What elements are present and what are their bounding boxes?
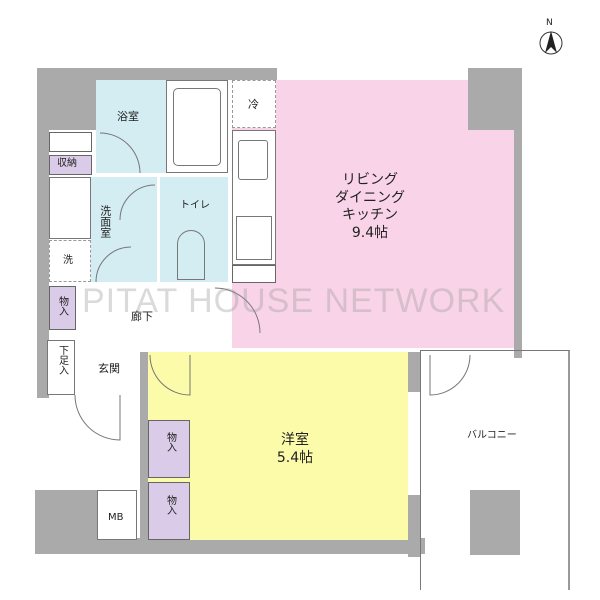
wall-inner-left	[49, 80, 96, 130]
wall-right	[514, 68, 522, 358]
kitchen-sink	[238, 140, 268, 180]
label-living: リビング ダイニング キッチン 9.4帖	[335, 172, 405, 241]
storage-top	[49, 155, 92, 175]
washroom-door-2	[95, 246, 132, 283]
closet-1	[148, 420, 190, 478]
watermark: PITAT HOUSE NETWORK	[82, 282, 506, 320]
shoe-storage	[47, 340, 75, 395]
label-laundry: 洗	[63, 255, 73, 266]
toilet-room	[160, 177, 228, 282]
entrance-door	[74, 394, 121, 441]
wall-western-left	[140, 352, 148, 542]
bathroom	[96, 80, 166, 173]
label-storage-top: 収納	[57, 158, 77, 169]
label-entrance: 玄関	[98, 362, 120, 375]
western-room	[148, 352, 408, 540]
toilet-bowl	[177, 230, 205, 280]
label-closet-hall: 物入	[56, 296, 68, 316]
label-shoe-storage: 下足入	[56, 345, 68, 375]
bathtub	[173, 88, 221, 166]
western-door	[149, 354, 191, 396]
shaft-box	[49, 132, 92, 152]
label-closet-1: 物入	[164, 432, 176, 452]
vanity-sink	[49, 177, 91, 239]
label-western-room: 洋室 5.4帖	[276, 432, 314, 466]
living-alcove	[468, 130, 514, 348]
north-arrow	[539, 31, 563, 55]
bath-door	[99, 132, 141, 174]
label-toilet: トイレ	[180, 200, 210, 211]
washroom-door	[119, 184, 156, 221]
label-bath: 浴室	[117, 110, 139, 123]
wall-column-top-right	[468, 68, 522, 130]
balcony	[420, 350, 570, 590]
wall-block-bottom-left	[35, 490, 97, 540]
living-door	[214, 287, 261, 334]
kitchen-duct	[232, 265, 276, 283]
label-hallway: 廊下	[131, 310, 153, 323]
wall-western-right-low	[408, 495, 420, 557]
label-meter-box: MB	[108, 512, 124, 523]
closet-2	[148, 482, 190, 540]
washroom	[91, 177, 157, 282]
label-washroom: 洗面室	[98, 205, 112, 238]
closet-hall	[49, 286, 76, 330]
balcony-column	[470, 490, 520, 555]
label-closet-2: 物入	[164, 495, 176, 515]
wall-left	[37, 68, 49, 398]
bathtub-area	[166, 80, 228, 173]
label-fridge: 冷	[248, 98, 259, 111]
wall-bottom	[35, 538, 425, 554]
stove	[236, 216, 272, 260]
label-balcony: バルコニー	[467, 430, 517, 441]
wall-top	[37, 68, 277, 80]
kitchen-counter	[232, 130, 276, 265]
balcony-door	[429, 354, 471, 396]
meter-box	[97, 490, 137, 540]
north-label: N	[546, 18, 553, 28]
fridge-space	[232, 80, 276, 128]
wall-western-right	[408, 352, 420, 392]
laundry-space	[49, 240, 91, 282]
